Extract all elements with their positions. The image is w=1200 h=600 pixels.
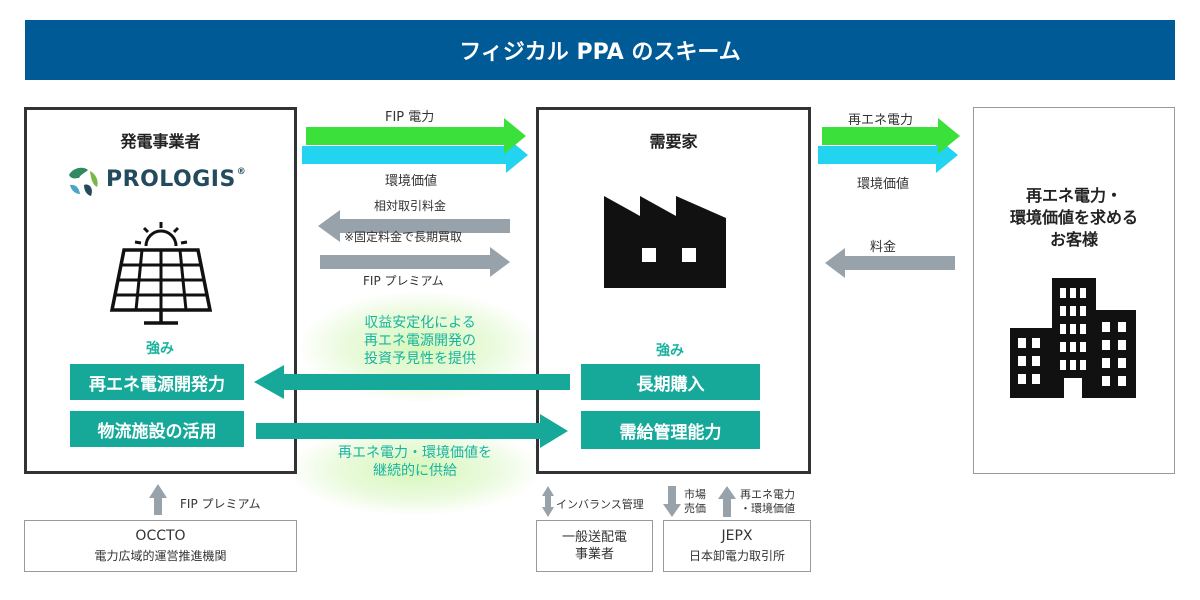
strength-long-term-purchase: 長期購入	[581, 364, 760, 400]
generator-title: 発電事業者	[120, 132, 201, 151]
env-value-label-right: 環境価値	[857, 177, 910, 192]
teal-arrow-right	[256, 414, 568, 448]
strength-re-development: 再エネ電源開発力	[70, 364, 244, 400]
fee-arrow	[825, 248, 955, 278]
prologis-logo-text: PROLOGIS®	[106, 167, 246, 192]
generator-strength-label: 強み	[146, 341, 174, 357]
benefit-consumer-text: 再エネ電力・環境価値を 継続的に供給	[305, 444, 525, 480]
fee-label: 料金	[870, 240, 897, 255]
tdso-line-2: 事業者	[574, 547, 614, 562]
logo-wordmark: PROLOGIS	[106, 167, 236, 192]
occto-name: OCCTO	[135, 528, 186, 544]
strength-supply-demand-management-label: 需給管理能力	[619, 422, 722, 443]
benefit-generator-line-1: 収益安定化による	[364, 315, 476, 331]
imbalance-arrow	[542, 486, 554, 517]
consumer-title: 需要家	[649, 132, 698, 151]
re-env-value-line-2: ・環境価値	[740, 502, 795, 515]
building-icon	[1010, 278, 1136, 398]
logo-registered-mark: ®	[236, 167, 247, 177]
jepx-box: JEPX 日本卸電力取引所	[663, 520, 811, 572]
page-title: フィジカル PPA のスキーム	[459, 40, 741, 65]
re-env-value-up-arrow	[718, 486, 736, 517]
benefit-generator-text: 収益安定化による 再エネ電源開発の 投資予見性を提供	[320, 314, 520, 368]
contract-price-arrow	[318, 210, 510, 242]
strength-re-development-label: 再エネ電源開発力	[89, 374, 225, 395]
fip-premium-bottom-label: FIP プレミアム	[180, 497, 261, 511]
re-power-label-right: 再エネ電力	[848, 113, 914, 128]
market-price-line-1: 市場	[684, 488, 706, 501]
customer-title: 再エネ電力・ 環境価値を求める お客様	[973, 185, 1175, 251]
jepx-desc: 日本卸電力取引所	[688, 549, 785, 563]
env-value-arrow-left	[302, 137, 528, 173]
occto-desc: 電力広域的運営推進機関	[94, 549, 227, 563]
prologis-globe-icon	[66, 165, 100, 199]
customer-title-line-1: 再エネ電力・	[1025, 186, 1122, 205]
benefit-glow-bottom	[290, 425, 540, 515]
fip-power-label: FIP 電力	[385, 110, 435, 125]
market-price-label: 市場 売価	[684, 488, 706, 516]
strength-supply-demand-management: 需給管理能力	[581, 411, 760, 449]
fip-premium-arrow-mid	[320, 247, 510, 277]
fip-power-arrow	[306, 118, 526, 154]
env-value-label-left: 環境価値	[385, 174, 438, 189]
teal-arrow-left	[254, 365, 570, 399]
strength-logistics-facilities: 物流施設の活用	[70, 411, 244, 447]
fixed-price-note: ※固定料金で長期買取	[344, 230, 463, 244]
env-value-arrow-right	[818, 137, 958, 173]
factory-icon	[604, 196, 726, 288]
consumer-strength-label: 強み	[656, 343, 684, 359]
benefit-consumer-line-1: 再エネ電力・環境価値を	[338, 445, 492, 461]
contract-price-label: 相対取引料金	[374, 199, 447, 213]
re-env-value-line-1: 再エネ電力	[740, 488, 795, 501]
benefit-generator-line-3: 投資予見性を提供	[364, 351, 476, 367]
benefit-consumer-line-2: 継続的に供給	[373, 463, 457, 479]
tdso-line-1: 一般送配電	[561, 530, 627, 545]
market-price-down-arrow	[663, 486, 681, 517]
scheme-title-banner: フィジカル PPA のスキーム	[25, 20, 1175, 80]
fip-premium-mid-label: FIP プレミアム	[363, 274, 444, 288]
imbalance-label: インバランス管理	[556, 498, 644, 511]
customer-title-line-2: 環境価値を求める	[1009, 208, 1138, 227]
customer-title-line-3: お客様	[1049, 230, 1098, 249]
strength-long-term-purchase-label: 長期購入	[636, 374, 705, 395]
market-price-line-2: 売価	[684, 502, 706, 515]
re-power-arrow-right	[822, 118, 960, 154]
fip-premium-up-arrow	[149, 484, 167, 515]
tdso-box: 一般送配電 事業者	[536, 520, 653, 572]
strength-logistics-facilities-label: 物流施設の活用	[97, 421, 217, 442]
benefit-generator-line-2: 再エネ電源開発の	[364, 333, 476, 349]
jepx-name: JEPX	[721, 528, 753, 544]
re-env-value-label: 再エネ電力 ・環境価値	[740, 488, 795, 516]
occto-box: OCCTO 電力広域的運営推進機関	[24, 520, 297, 572]
solar-panel-icon	[109, 222, 213, 325]
